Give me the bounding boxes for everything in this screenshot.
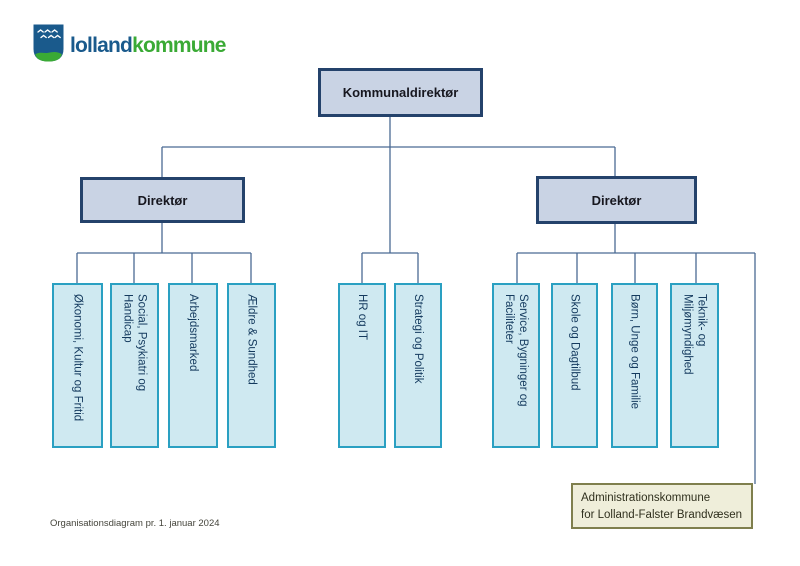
node-social-psykiatri-handicap-label: Social, Psykiatri og Handicap: [121, 294, 148, 392]
node-arbejdsmarked: Arbejdsmarked: [168, 283, 218, 448]
node-strategi-og-politik-label: Strategi og Politik: [412, 294, 424, 384]
logo-wordmark: lollandkommune: [70, 27, 226, 65]
node-kommunaldirektor-label: Kommunaldirektør: [342, 85, 459, 100]
node-teknik-miljomyndighed: Teknik- og Miljømyndighed: [670, 283, 719, 448]
node-hr-og-it: HR og IT: [338, 283, 386, 448]
node-service-bygninger-faciliteter-label: Service, Bygninger og Faciliteter: [503, 294, 530, 407]
node-social-psykiatri-handicap: Social, Psykiatri og Handicap: [110, 283, 159, 448]
diagram-caption: Organisationsdiagram pr. 1. januar 2024: [50, 518, 220, 529]
node-direktor-left: Direktør: [80, 177, 245, 223]
node-aeldre-sundhed-label: Ældre & Sundhed: [245, 294, 258, 385]
node-direktor-right: Direktør: [536, 176, 697, 224]
node-aeldre-sundhed: Ældre & Sundhed: [227, 283, 276, 448]
node-okonomi-kultur-fritid-label: Økonomi, Kultur og Fritid: [71, 294, 84, 422]
note-line-2: for Lolland-Falster Brandvæsen: [581, 508, 743, 521]
lolland-shield-icon: [33, 24, 64, 67]
logo-text-lolland: lolland: [70, 33, 133, 57]
node-born-unge-familie-label: Børn, Unge og Familie: [628, 294, 641, 410]
node-direktor-right-label: Direktør: [591, 192, 642, 208]
note-line-1: Administrationskommune: [581, 492, 711, 504]
node-skole-og-dagtilbud-label: Skole og Dagtilbud: [568, 294, 581, 391]
node-arbejdsmarked-label: Arbejdsmarked: [187, 294, 199, 372]
node-service-bygninger-faciliteter: Service, Bygninger og Faciliteter: [492, 283, 540, 448]
node-strategi-og-politik: Strategi og Politik: [394, 283, 442, 448]
note-administrationskommune: Administrationskommune for Lolland-Falst…: [571, 483, 753, 529]
node-okonomi-kultur-fritid: Økonomi, Kultur og Fritid: [52, 283, 103, 448]
node-teknik-miljomyndighed-label: Teknik- og Miljømyndighed: [681, 294, 708, 375]
lolland-kommune-logo: lollandkommune: [33, 24, 226, 67]
logo-text-kommune: kommune: [132, 33, 226, 57]
node-skole-og-dagtilbud: Skole og Dagtilbud: [551, 283, 598, 448]
node-hr-og-it-label: HR og IT: [356, 294, 368, 341]
node-direktor-left-label: Direktør: [137, 192, 188, 208]
node-born-unge-familie: Børn, Unge og Familie: [611, 283, 658, 448]
node-kommunaldirektor: Kommunaldirektør: [318, 68, 483, 117]
